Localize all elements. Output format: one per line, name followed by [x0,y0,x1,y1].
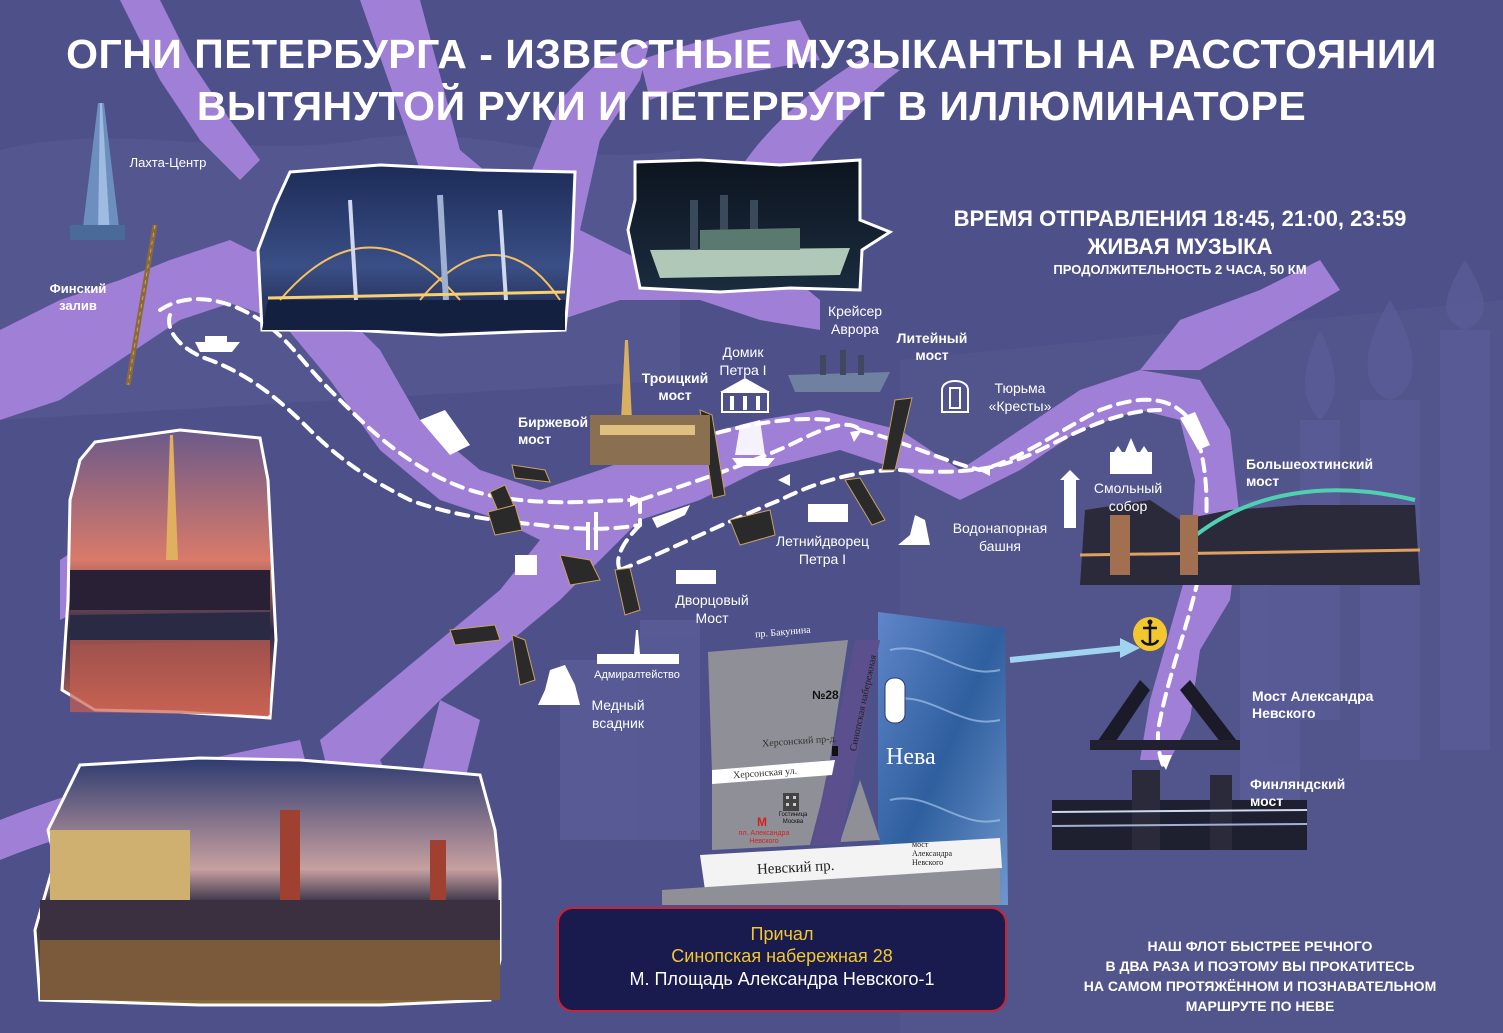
fleet-note-4: МАРШРУТЕ ПО НЕВЕ [1185,998,1335,1014]
bridge-label-2: Александра [912,849,953,858]
label-liteyny-2: мост [915,347,949,363]
label-bolsheokhtinsky: Большеохтинский мост [1246,456,1416,490]
label-finlyandsky-2: мост [1250,793,1284,809]
duration: ПРОДОЛЖИТЕЛЬНОСТЬ 2 ЧАСА, 50 КМ [1053,262,1307,277]
label-aurora: Крейсер Аврора [810,302,900,338]
label-horseman: Медный всадник [578,696,658,732]
pier-info-box: Причал Синопская набережная 28 М. Площад… [557,907,1007,1012]
label-liteyny-1: Литейный [896,330,968,346]
label-smolny-2: собор [1108,498,1148,514]
bridge-label: мост Александра Невского [912,840,982,867]
label-horseman-2: всадник [592,715,644,731]
label-nevsky-bridge: Мост Александра Невского [1252,688,1422,722]
photo-bridge-night [256,163,577,337]
label-troitsky-2: мост [658,387,692,403]
label-finlyandsky: Финляндский мост [1250,776,1370,810]
svg-text:М: М [757,815,767,829]
label-admiralty: Адмиралтейство [594,669,680,681]
metro-label-2: Невского [749,838,779,845]
schedule-block: ВРЕМЯ ОТПРАВЛЕНИЯ 18:45, 21:00, 23:59 ЖИ… [900,205,1460,279]
title-line-2: ВЫТЯНУТОЙ РУКИ И ПЕТЕРБУРГ В ИЛЛЮМИНАТОР… [196,83,1307,129]
pier-address: Синопская набережная 28 [671,946,893,966]
bridge-label-1: мост [912,840,929,849]
label-water-tower: Водонапорная башня [940,519,1060,555]
label-dvortsovy-2: Мост [695,610,729,626]
fleet-note-2: В ДВА РАЗА И ПОЭТОМУ ВЫ ПРОКАТИТЕСЬ [1105,958,1415,974]
label-nevsky-bridge-1: Мост Александра [1252,688,1374,704]
pier-title: Причал [750,924,814,944]
departure-times: ВРЕМЯ ОТПРАВЛЕНИЯ 18:45, 21:00, 23:59 [953,206,1407,231]
label-kresty: Тюрьма «Кресты» [975,379,1065,415]
metro-label: пл. Александра Невского [734,830,794,846]
boat-icon [195,336,240,352]
label-smolny: Смольный собор [1083,479,1173,515]
hotel-label: Гостиница Москва [778,812,808,826]
label-bolsheokhtinsky-2: мост [1246,473,1280,489]
page-title: ОГНИ ПЕТЕРБУРГА - ИЗВЕСТНЫЕ МУЗЫКАНТЫ НА… [0,28,1503,132]
label-kresty-1: Тюрьма [994,380,1046,396]
label-birzhevoy-1: Биржевой [518,414,589,430]
anchor-icon [1133,617,1167,651]
metro-icon: М [757,815,767,829]
label-summer-palace: Летнийдворец Петра I [760,532,885,568]
hotel-label-1: Гостиница [778,812,808,818]
label-water-tower-1: Водонапорная [952,520,1048,536]
label-aurora-2: Аврора [831,321,879,337]
title-line-1: ОГНИ ПЕТЕРБУРГА - ИЗВЕСТНЫЕ МУЗЫКАНТЫ НА… [66,31,1437,77]
label-kresty-2: «Кресты» [988,398,1052,414]
photo-nevsky-bridge [1090,680,1240,750]
label-water-tower-2: башня [978,538,1022,554]
label-lakhta: Лахта-Центр [129,155,207,170]
label-dvortsovy-1: Дворцовый [675,592,749,608]
label-birzhevoy: Биржевой мост [518,414,608,448]
live-music: ЖИВАЯ МУЗЫКА [1087,234,1273,259]
fleet-note: НАШ ФЛОТ БЫСТРЕЕ РЕЧНОГО В ДВА РАЗА И ПО… [1025,936,1495,1016]
label-aurora-1: Крейсер [827,303,883,319]
label-summer-palace-1: Летнийдворец [775,533,870,549]
photo-peter-paul-fortress [60,428,278,720]
boat-icon [652,505,690,528]
label-gulf: Финский залив [38,280,118,314]
photo-bolsheokhtinsky-bridge [1079,488,1421,585]
label-birzhevoy-2: мост [518,431,552,447]
label-troitsky-1: Троицкий [641,370,709,386]
label-domik-1: Домик [722,344,764,360]
label-nevsky-bridge-2: Невского [1252,705,1316,721]
label-bolsheokhtinsky-1: Большеохтинский [1246,456,1374,472]
label-domik: Домик Петра I [703,343,783,379]
metro-label-1: пл. Александра [738,830,790,837]
building-number: №28 [812,688,839,702]
label-troitsky: Троицкий мост [630,370,720,404]
pier-metro: М. Площадь Александра Невского-1 [629,969,935,989]
label-finlyandsky-1: Финляндский [1250,776,1346,792]
label-summer-palace-2: Петра I [798,551,847,567]
label-horseman-1: Медный [591,697,645,713]
fleet-note-1: НАШ ФЛОТ БЫСТРЕЕ РЕЧНОГО [1147,938,1373,954]
label-liteyny: Литейный мост [882,330,982,364]
label-gulf-2: залив [59,298,97,313]
photo-finlyandsky-bridge [1051,770,1308,850]
lakhta-tower-icon [70,103,125,240]
bridge-label-3: Невского [912,858,944,867]
boat-icon [1180,412,1210,450]
photo-aurora-cruiser [626,158,894,294]
fleet-note-3: НА САМОМ ПРОТЯЖЁННОМ И ПОЗНАВАТЕЛЬНОМ [1083,978,1437,994]
label-gulf-1: Финский [49,281,107,296]
hotel-label-2: Москва [782,819,804,825]
river-name: Нева [886,744,936,770]
label-dvortsovy: Дворцовый Мост [662,591,762,627]
label-domik-2: Петра I [719,362,767,378]
photo-rostral-columns [33,756,502,1007]
label-smolny-1: Смольный [1093,480,1163,496]
